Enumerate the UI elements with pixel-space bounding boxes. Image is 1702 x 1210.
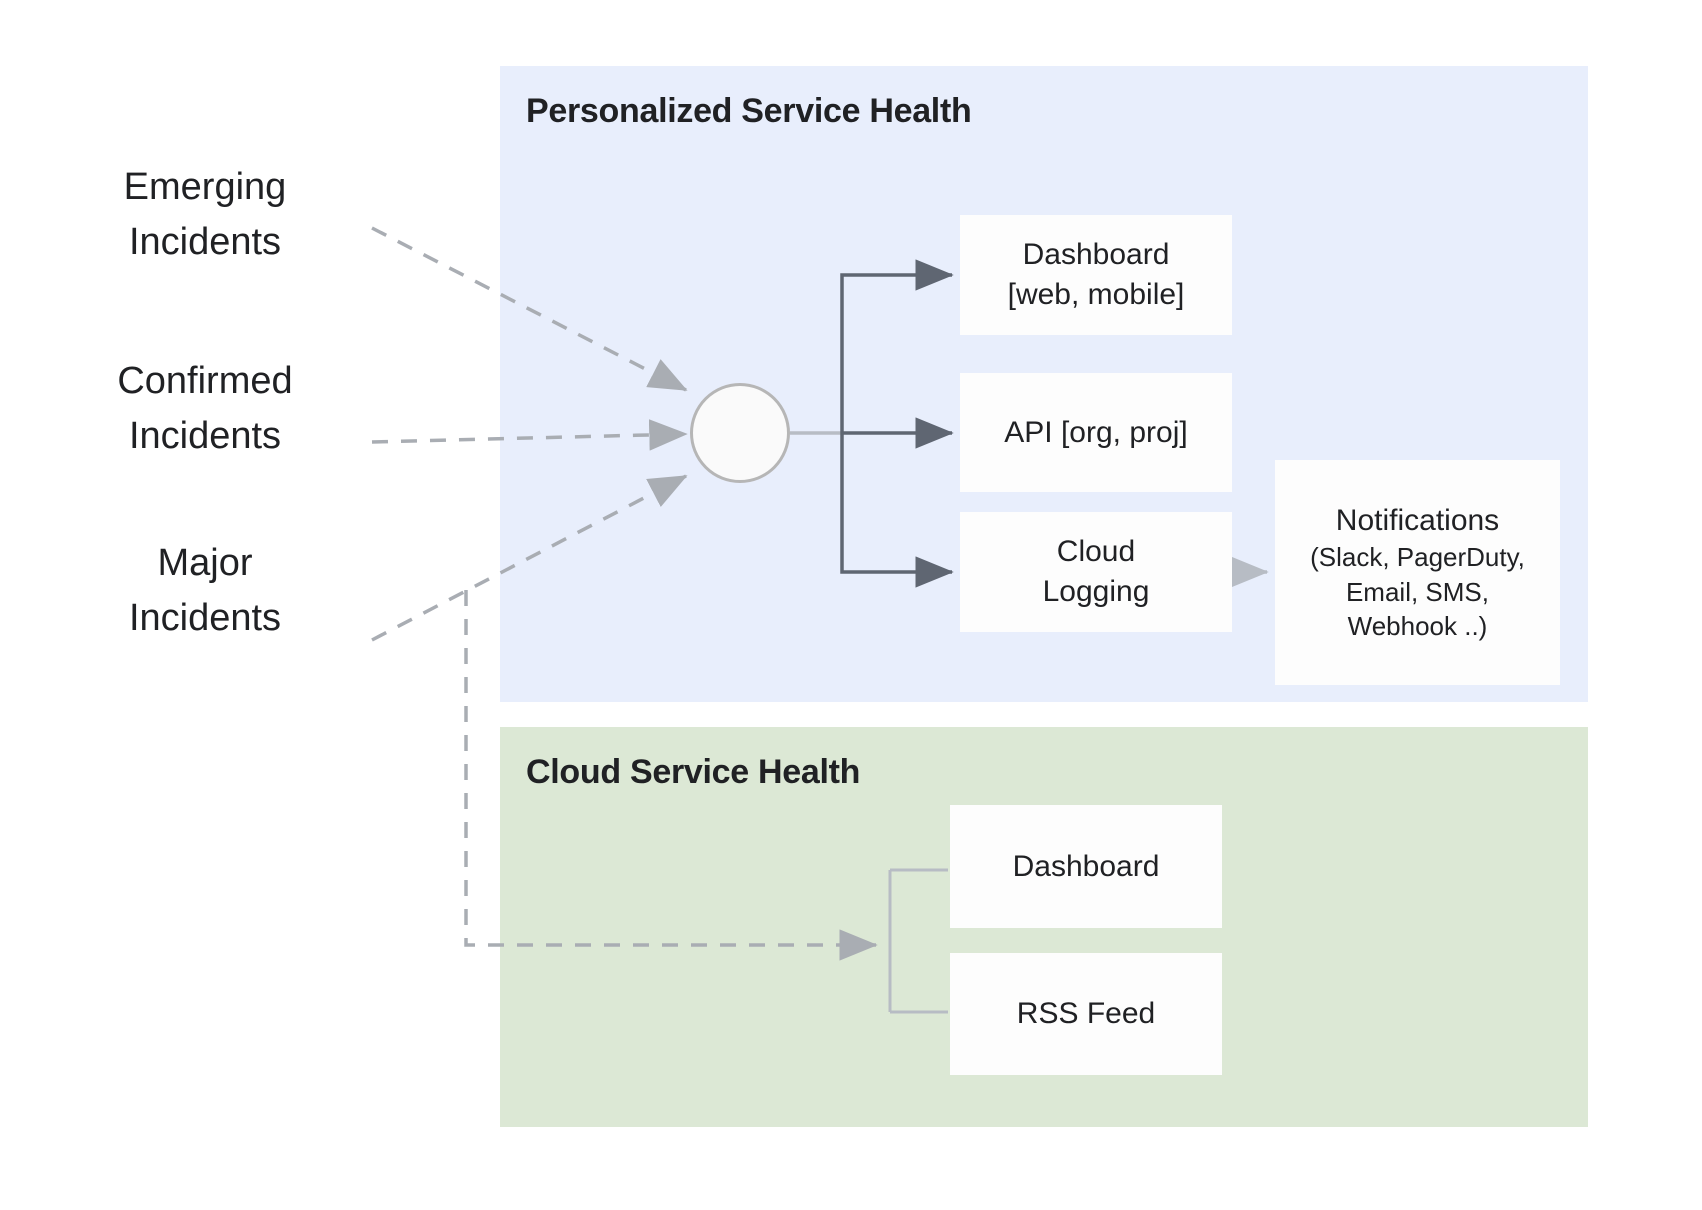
source-label-major: Major Incidents xyxy=(40,536,370,646)
node-cloud-dashboard: Dashboard xyxy=(950,805,1222,928)
source-label-confirmed: Confirmed Incidents xyxy=(40,354,370,464)
source-label-confirmed-line1: Confirmed xyxy=(117,360,293,402)
node-notifications-line1: Notifications xyxy=(1335,503,1500,537)
node-rss-feed: RSS Feed xyxy=(950,953,1222,1075)
node-rss-feed-line1: RSS Feed xyxy=(1016,997,1156,1031)
node-notifications-line3: Email, SMS, xyxy=(1345,576,1489,607)
source-label-major-line1: Major xyxy=(157,542,253,584)
node-cloud-logging: Cloud Logging xyxy=(960,512,1232,632)
node-api-org-proj: API [org, proj] xyxy=(960,373,1232,492)
panel-cloud-title: Cloud Service Health xyxy=(526,753,861,791)
node-cloud-logging-line2: Logging xyxy=(1042,575,1150,608)
incident-hub-node xyxy=(690,383,790,483)
source-label-major-line2: Incidents xyxy=(128,597,282,640)
node-cloud-dashboard-line1: Dashboard xyxy=(1012,849,1160,883)
source-label-emerging: Emerging Incidents xyxy=(40,160,370,270)
node-cloud-logging-line1: Cloud xyxy=(1056,535,1136,569)
node-dashboard-web-mobile: Dashboard [web, mobile] xyxy=(960,215,1232,335)
source-label-emerging-line2: Incidents xyxy=(128,221,282,264)
source-label-confirmed-line2: Incidents xyxy=(128,415,282,458)
node-dashboard-web-mobile-line1: Dashboard xyxy=(1022,238,1170,272)
panel-personalized-title: Personalized Service Health xyxy=(526,92,972,130)
source-label-emerging-line1: Emerging xyxy=(123,166,287,208)
node-notifications-line2: (Slack, PagerDuty, xyxy=(1310,541,1525,572)
node-dashboard-web-mobile-line2: [web, mobile] xyxy=(1007,278,1185,311)
node-notifications: Notifications (Slack, PagerDuty, Email, … xyxy=(1275,460,1560,685)
node-api-org-proj-line1: API [org, proj] xyxy=(1004,415,1188,449)
node-notifications-line4: Webhook ..) xyxy=(1347,611,1488,642)
